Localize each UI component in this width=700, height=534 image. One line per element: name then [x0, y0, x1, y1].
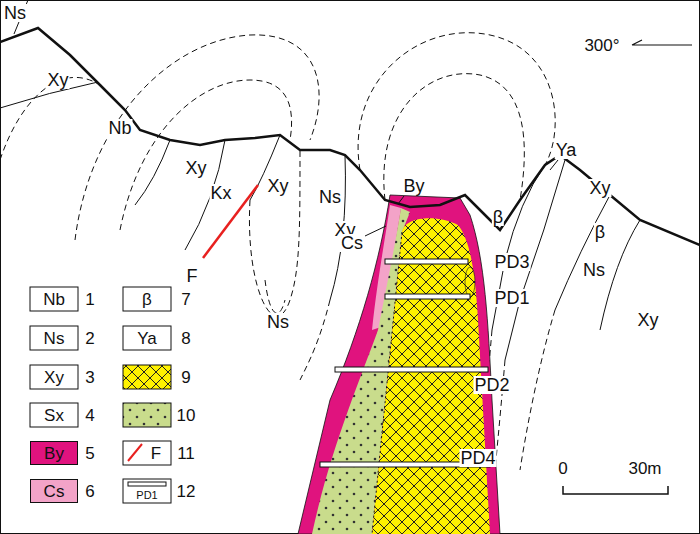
- contact: [555, 195, 610, 310]
- legend-code: Ns: [44, 330, 65, 347]
- map-label: By: [402, 177, 425, 195]
- legend-code: Cs: [44, 483, 65, 500]
- leader-line: [365, 226, 386, 236]
- map-label: F: [186, 267, 199, 285]
- map-label: PD1: [493, 289, 530, 307]
- fold-trace: [520, 310, 555, 470]
- legend-code: Sx: [44, 407, 64, 424]
- legend-number: 12: [177, 483, 196, 500]
- ore-body: [298, 195, 500, 534]
- map-label: Xy: [588, 179, 611, 197]
- legend-code: F: [151, 445, 161, 462]
- leader-lines: [365, 160, 558, 236]
- map-label: Xy: [184, 159, 207, 177]
- legend-number: 3: [85, 369, 94, 386]
- map-label: Ya: [555, 141, 578, 159]
- map-label: Xy: [46, 71, 69, 89]
- fold-trace: [384, 74, 525, 200]
- legend-number: 1: [85, 291, 94, 308]
- legend-code: Ya: [137, 330, 157, 347]
- legend-number: 7: [181, 291, 190, 308]
- ore-lens: [465, 267, 475, 297]
- legend-code: Xy: [44, 369, 64, 386]
- contacts: [0, 0, 640, 360]
- map-label: PD3: [493, 253, 530, 271]
- legend-code: Nb: [43, 291, 65, 308]
- adit: [335, 367, 488, 372]
- fold-trace: [249, 150, 300, 316]
- map-label: Ns: [318, 188, 342, 206]
- by-zone: [298, 195, 500, 534]
- fault-line: [203, 185, 258, 258]
- direction-arrow: [632, 40, 692, 45]
- zone-divider: [372, 232, 402, 534]
- fold-trace: [358, 33, 555, 170]
- map-label: 30m: [628, 460, 661, 477]
- leader-line: [398, 196, 404, 204]
- legend-number: 5: [85, 445, 94, 462]
- legend-number: 11: [177, 445, 195, 462]
- map-label: 300°: [584, 37, 619, 54]
- map-label: PD4: [459, 449, 496, 467]
- legend-code: β: [142, 291, 152, 308]
- fault-sample: [128, 444, 142, 461]
- legend-number: 9: [181, 369, 190, 386]
- leader-line: [550, 160, 558, 170]
- legend-number: 10: [177, 407, 196, 424]
- map-label: β: [594, 223, 606, 241]
- adits: [320, 259, 490, 467]
- legend-code: PD1: [136, 490, 157, 501]
- north-arrow: [632, 40, 692, 45]
- map-label: Xy: [266, 177, 289, 195]
- legend-box: [123, 441, 171, 465]
- adit-sample: [128, 482, 166, 486]
- map-label: Ns: [3, 4, 27, 22]
- scale-line: [563, 486, 668, 494]
- legend-number: 6: [85, 483, 94, 500]
- legend-number: 8: [181, 330, 190, 347]
- topography: [0, 28, 700, 245]
- map-label: Cs: [340, 234, 364, 252]
- legend-box: [30, 326, 78, 350]
- adit: [385, 259, 468, 264]
- map-label: Nb: [107, 119, 132, 137]
- legend-box: [123, 479, 171, 503]
- legend-box: [123, 365, 171, 389]
- fold-trace: [300, 300, 330, 380]
- legend-number: 2: [85, 330, 94, 347]
- map-label: PD2: [473, 376, 510, 394]
- legend-code: By: [44, 445, 64, 462]
- legend-box: [123, 287, 171, 311]
- adit: [385, 294, 470, 299]
- legend-box: [30, 403, 78, 427]
- legend-box: [30, 365, 78, 389]
- fold-trace: [265, 280, 285, 313]
- legend-number: 4: [85, 407, 94, 424]
- legend-box: [30, 287, 78, 311]
- hatched-orebody: [372, 218, 490, 534]
- map-label: Kx: [209, 184, 232, 202]
- scale-bar: [563, 486, 668, 494]
- map-label: Ns: [582, 261, 606, 279]
- fold-trace: [0, 77, 100, 160]
- legend-samples: [30, 287, 171, 503]
- contact: [492, 165, 545, 330]
- legend-box: [123, 326, 171, 350]
- map-label: β: [492, 208, 504, 226]
- map-label: Ns: [266, 313, 290, 331]
- legend-box: [123, 403, 171, 427]
- map-label: Xy: [636, 311, 659, 329]
- map-label: 0: [558, 460, 567, 477]
- contact: [135, 140, 170, 205]
